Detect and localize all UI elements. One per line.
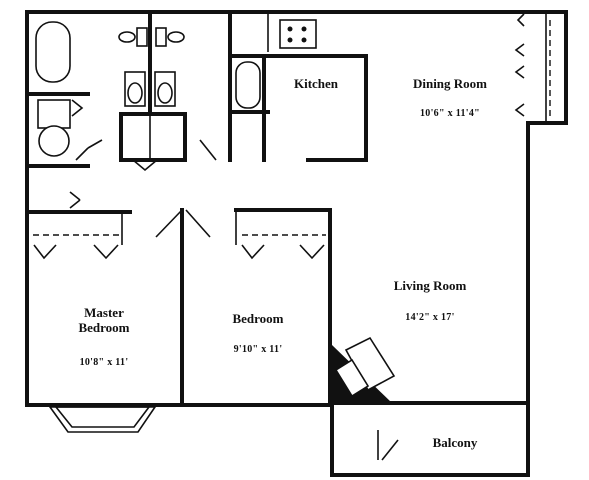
toilet-icon <box>124 71 176 107</box>
master-bedroom-label: Master Bedroom <box>78 305 130 335</box>
sink-icon <box>118 27 185 47</box>
hall-closets <box>119 112 187 172</box>
bay-window-inner <box>54 406 151 428</box>
kitchen-counter <box>228 14 368 162</box>
kitchen-label: Kitchen <box>293 76 339 91</box>
living-room-dimensions: 14'2" x 17' <box>405 312 455 323</box>
closet-door-swings <box>33 244 325 260</box>
bathtub-icon <box>35 21 261 109</box>
balcony-label: Balcony <box>432 435 478 450</box>
dining-room-label: Dining Room <box>412 76 488 91</box>
stove-icon <box>279 19 317 49</box>
washer-dryer-icon <box>37 99 84 157</box>
master-bedroom-dimensions: 10'8" x 11' <box>79 357 129 368</box>
fireplace-icon <box>332 336 396 403</box>
exterior-walls <box>25 10 568 477</box>
dining-room-dimensions: 10'6" x 11'4" <box>419 108 480 119</box>
bedroom-label: Bedroom <box>232 311 284 326</box>
bedroom-dimensions: 9'10" x 11' <box>233 344 283 355</box>
bedroom-walls <box>25 208 332 407</box>
dining-window <box>514 13 551 121</box>
living-room-label: Living Room <box>393 278 467 293</box>
door-swings <box>69 139 399 461</box>
